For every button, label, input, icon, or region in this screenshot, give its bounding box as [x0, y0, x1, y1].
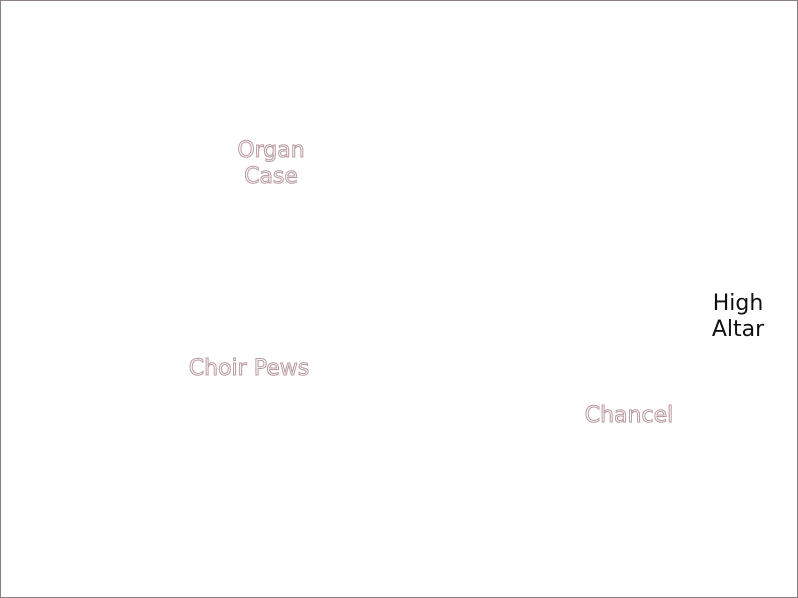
organ-case-label: Organ Case	[237, 138, 305, 190]
high-altar-label: High Altar	[711, 291, 765, 343]
chancel-label: Chancel	[584, 402, 674, 428]
choir-pews-label: Choir Pews	[188, 355, 310, 381]
